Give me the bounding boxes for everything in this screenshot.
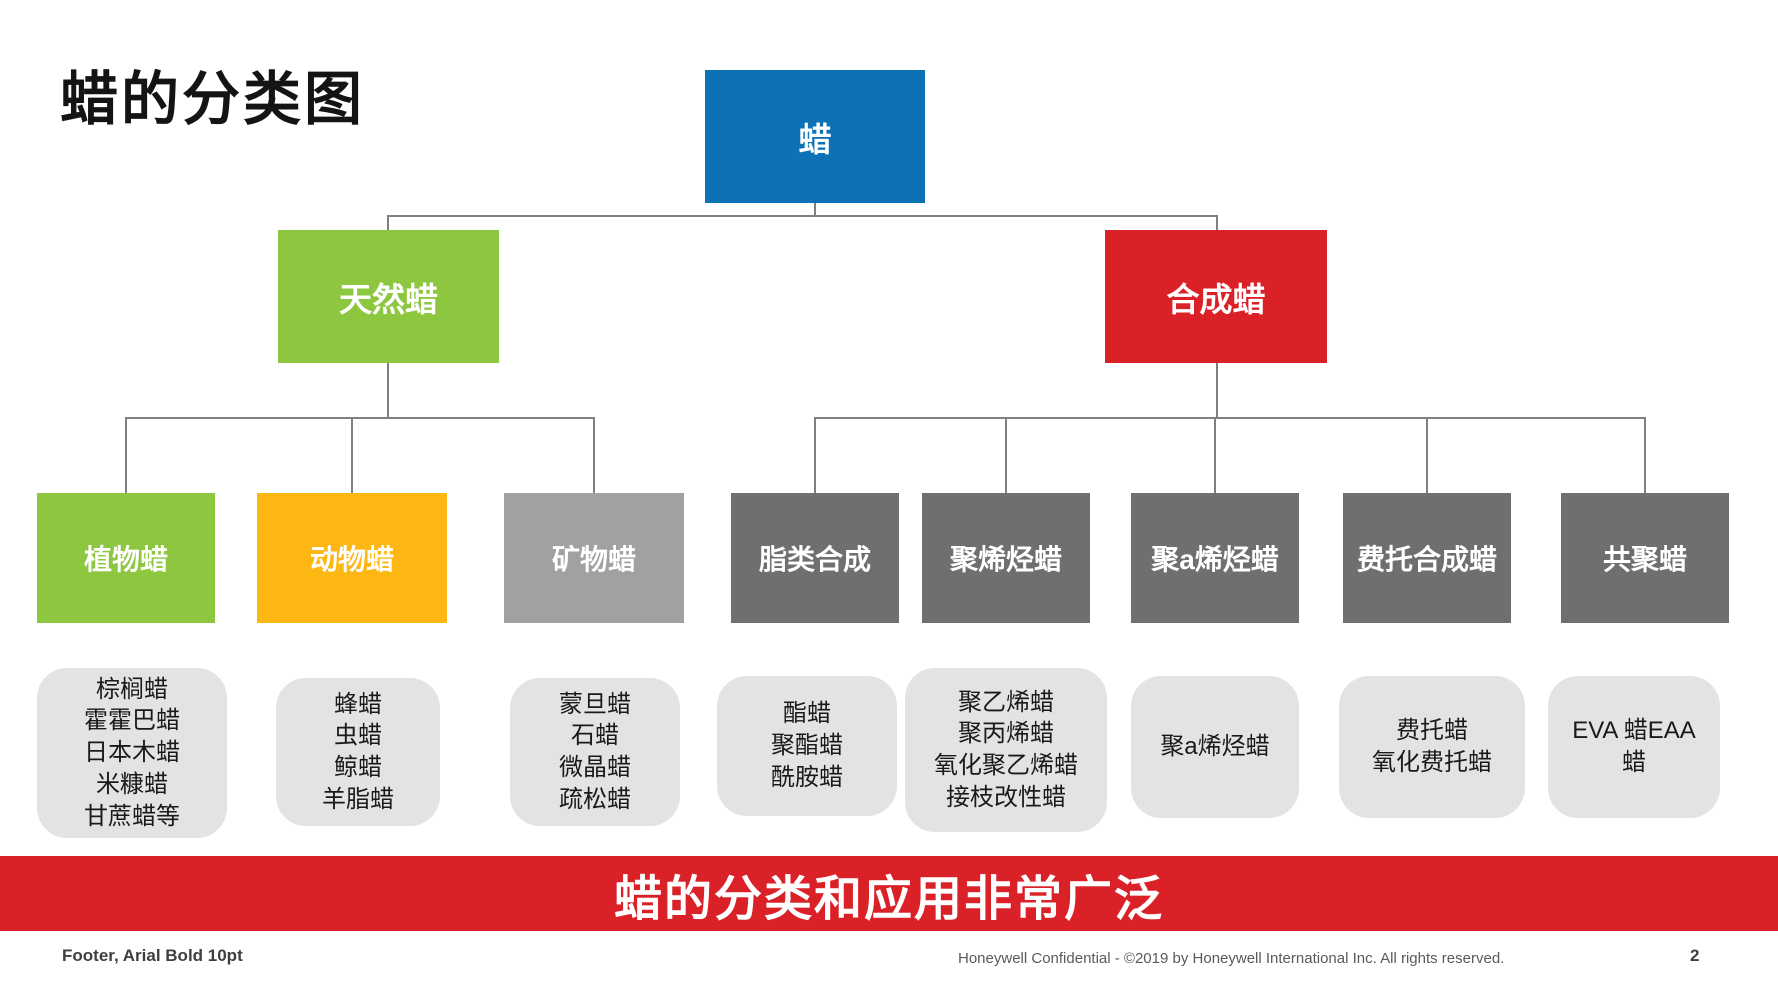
- connector-polyolefin-stub: [1005, 417, 1007, 494]
- list-item: 聚丙烯蜡: [958, 720, 1054, 748]
- list-animal-wax-examples: 蜂蜡 虫蜡 鲸蜡 羊脂蜡: [276, 678, 440, 826]
- node-ester-synthetic: 脂类合成: [731, 493, 899, 623]
- footer-page-number: 2: [1690, 946, 1700, 965]
- list-ester-synthetic-examples: 酯蜡 聚酯蜡 酰胺蜡: [717, 676, 897, 816]
- list-item: 酯蜡: [783, 700, 831, 728]
- node-animal-wax: 动物蜡: [257, 493, 447, 623]
- connector-natural-down: [387, 363, 389, 418]
- list-item: 蜂蜡: [334, 690, 382, 718]
- node-polyalphaolefin-wax: 聚a烯烃蜡: [1131, 493, 1299, 623]
- list-item: 石蜡: [571, 722, 619, 750]
- list-item: 米糠蜡: [96, 770, 168, 798]
- node-plant-wax: 植物蜡: [37, 493, 215, 623]
- list-item: 棕榈蜡: [96, 675, 168, 703]
- footer-confidential-text: Honeywell Confidential - ©2019 by Honeyw…: [958, 950, 1505, 967]
- node-mineral-wax: 矿物蜡: [504, 493, 684, 623]
- connector-animal-stub: [351, 417, 353, 494]
- list-item: 蒙旦蜡: [559, 690, 631, 718]
- list-item: 日本木蜡: [84, 739, 180, 767]
- list-fischer-tropsch-wax-examples: 费托蜡 氧化费托蜡: [1339, 676, 1525, 818]
- node-synthetic-wax: 合成蜡: [1105, 230, 1327, 363]
- list-item: EVA 蜡EAA: [1572, 717, 1696, 745]
- list-plant-wax-examples: 棕榈蜡 霍霍巴蜡 日本木蜡 米糠蜡 甘蔗蜡等: [37, 668, 227, 838]
- connector-copolymer-stub: [1644, 417, 1646, 494]
- node-natural-wax: 天然蜡: [278, 230, 499, 363]
- list-item: 蜡: [1622, 749, 1646, 776]
- node-polyolefin-wax: 聚烯烃蜡: [922, 493, 1090, 623]
- list-item: 氧化费托蜡: [1372, 749, 1492, 776]
- list-item: 费托蜡: [1396, 717, 1468, 745]
- list-item: 酰胺蜡: [771, 763, 843, 791]
- list-polyalphaolefin-wax-examples: 聚a烯烃蜡: [1131, 676, 1299, 818]
- list-item: 羊脂蜡: [322, 785, 394, 813]
- list-item: 鲸蜡: [334, 754, 382, 781]
- list-copolymer-wax-examples: EVA 蜡EAA 蜡: [1548, 676, 1720, 818]
- list-item: 氧化聚乙烯蜡: [934, 752, 1078, 779]
- list-item: 甘蔗蜡等: [84, 802, 180, 830]
- node-fischer-tropsch-wax: 费托合成蜡: [1343, 493, 1511, 623]
- connector-synthetic-stub: [1216, 215, 1218, 231]
- connector-polyalpha-stub: [1214, 417, 1216, 494]
- list-item: 聚a烯烃蜡: [1160, 733, 1270, 761]
- connector-natural-horizontal: [125, 417, 595, 419]
- list-item: 疏松蜡: [559, 785, 631, 813]
- node-wax-root: 蜡: [705, 70, 925, 203]
- connector-fischer-stub: [1426, 417, 1428, 494]
- connector-synthetic-horizontal: [814, 417, 1646, 419]
- connector-level2-horizontal: [387, 215, 1218, 217]
- list-item: 微晶蜡: [559, 754, 631, 781]
- list-item: 聚乙烯蜡: [958, 688, 1054, 716]
- page-title: 蜡的分类图: [60, 67, 366, 132]
- list-mineral-wax-examples: 蒙旦蜡 石蜡 微晶蜡 疏松蜡: [510, 678, 680, 826]
- list-item: 聚酯蜡: [771, 732, 843, 760]
- connector-root-stub: [814, 203, 816, 216]
- list-item: 虫蜡: [334, 722, 382, 750]
- connector-plant-stub: [125, 417, 127, 494]
- list-item: 接枝改性蜡: [946, 783, 1066, 811]
- connector-ester-stub: [814, 417, 816, 494]
- node-copolymer-wax: 共聚蜡: [1561, 493, 1729, 623]
- list-polyolefin-wax-examples: 聚乙烯蜡 聚丙烯蜡 氧化聚乙烯蜡 接枝改性蜡: [905, 668, 1107, 832]
- summary-banner: 蜡的分类和应用非常广泛: [0, 856, 1778, 931]
- list-item: 霍霍巴蜡: [84, 707, 180, 735]
- connector-natural-stub: [387, 215, 389, 231]
- footer-placeholder-text: Footer, Arial Bold 10pt: [62, 946, 243, 965]
- connector-mineral-stub: [593, 417, 595, 494]
- connector-synthetic-down: [1216, 363, 1218, 418]
